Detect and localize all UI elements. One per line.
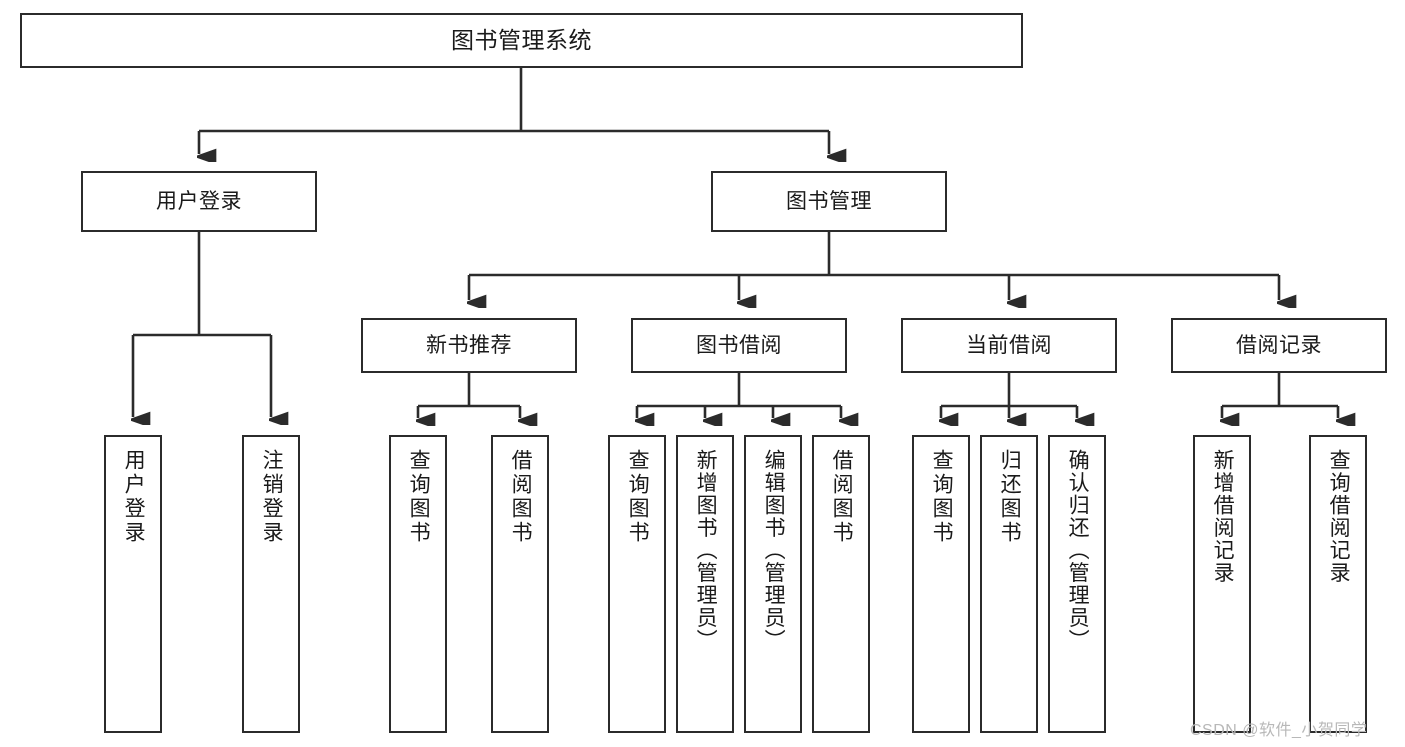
node-leaf-add-book[interactable]: 新增图书（管理员） <box>676 435 734 733</box>
node-leaf-query-book-3[interactable]: 查询图书 <box>912 435 970 733</box>
node-leaf-user-login[interactable]: 用户登录 <box>104 435 162 733</box>
node-leaf-logout[interactable]: 注销登录 <box>242 435 300 733</box>
node-leaf-confirm-return[interactable]: 确认归还（管理员） <box>1048 435 1106 733</box>
node-borrow-record[interactable]: 借阅记录 <box>1171 318 1387 373</box>
node-leaf-add-record[interactable]: 新增借阅记录 <box>1193 435 1251 733</box>
node-leaf-query-record[interactable]: 查询借阅记录 <box>1309 435 1367 733</box>
node-label: 新书推荐 <box>426 333 512 357</box>
node-user-login[interactable]: 用户登录 <box>81 171 317 232</box>
node-label: 查询图书 <box>407 449 431 545</box>
node-label: 借阅记录 <box>1236 333 1322 357</box>
node-leaf-borrow-book-1[interactable]: 借阅图书 <box>491 435 549 733</box>
node-leaf-borrow-book-2[interactable]: 借阅图书 <box>812 435 870 733</box>
node-label: 编辑图书（管理员） <box>762 449 786 652</box>
node-label: 新增图书（管理员） <box>694 449 718 652</box>
node-leaf-query-book-1[interactable]: 查询图书 <box>389 435 447 733</box>
watermark: CSDN @软件_小贺同学 <box>1190 722 1368 739</box>
node-label: 用户登录 <box>156 189 242 213</box>
node-book-borrow[interactable]: 图书借阅 <box>631 318 847 373</box>
node-book-management[interactable]: 图书管理 <box>711 171 947 232</box>
node-label: 借阅图书 <box>830 449 854 545</box>
node-label: 用户登录 <box>122 449 146 545</box>
node-label: 注销登录 <box>260 449 284 545</box>
node-new-book-recommend[interactable]: 新书推荐 <box>361 318 577 373</box>
node-root[interactable]: 图书管理系统 <box>20 13 1023 68</box>
node-label: 查询图书 <box>930 449 954 545</box>
node-leaf-return-book[interactable]: 归还图书 <box>980 435 1038 733</box>
node-label: 查询图书 <box>626 449 650 545</box>
node-leaf-edit-book[interactable]: 编辑图书（管理员） <box>744 435 802 733</box>
node-label: 图书管理系统 <box>451 26 592 53</box>
node-label: 图书借阅 <box>696 333 782 357</box>
node-leaf-query-book-2[interactable]: 查询图书 <box>608 435 666 733</box>
node-label: 归还图书 <box>998 449 1022 545</box>
node-label: 借阅图书 <box>509 449 533 545</box>
node-label: 新增借阅记录 <box>1211 449 1235 584</box>
node-label: 当前借阅 <box>966 333 1052 357</box>
node-current-borrow[interactable]: 当前借阅 <box>901 318 1117 373</box>
node-label: 确认归还（管理员） <box>1066 449 1090 652</box>
node-label: 查询借阅记录 <box>1327 449 1351 584</box>
node-label: 图书管理 <box>786 189 872 213</box>
